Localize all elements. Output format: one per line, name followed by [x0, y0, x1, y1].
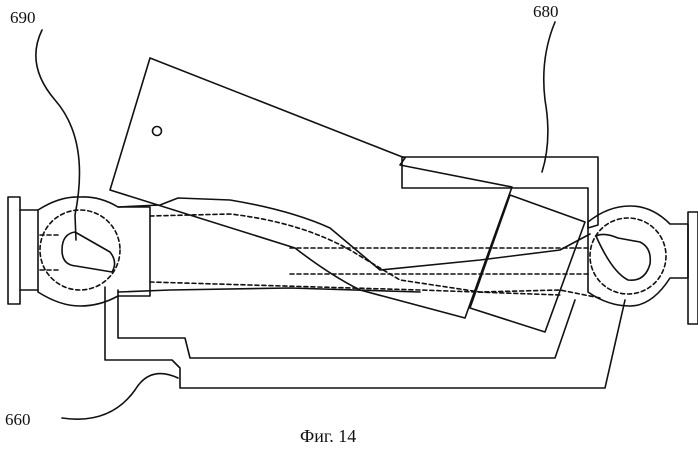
leader-690: [36, 30, 80, 240]
left-bulb: [38, 197, 150, 306]
leader-680: [542, 22, 555, 172]
figure-caption: Фиг. 14: [300, 426, 356, 447]
label-680: 680: [533, 2, 559, 22]
right-block: [470, 195, 585, 332]
main-tube: [118, 198, 600, 298]
bypass-line-660: [105, 287, 625, 388]
label-660: 660: [5, 410, 31, 430]
leader-660: [62, 374, 178, 420]
right-bulb: [588, 206, 688, 306]
label-690: 690: [10, 8, 36, 28]
right-flange: [688, 212, 698, 324]
bracket-680: [402, 157, 598, 228]
left-flange: [8, 197, 38, 304]
